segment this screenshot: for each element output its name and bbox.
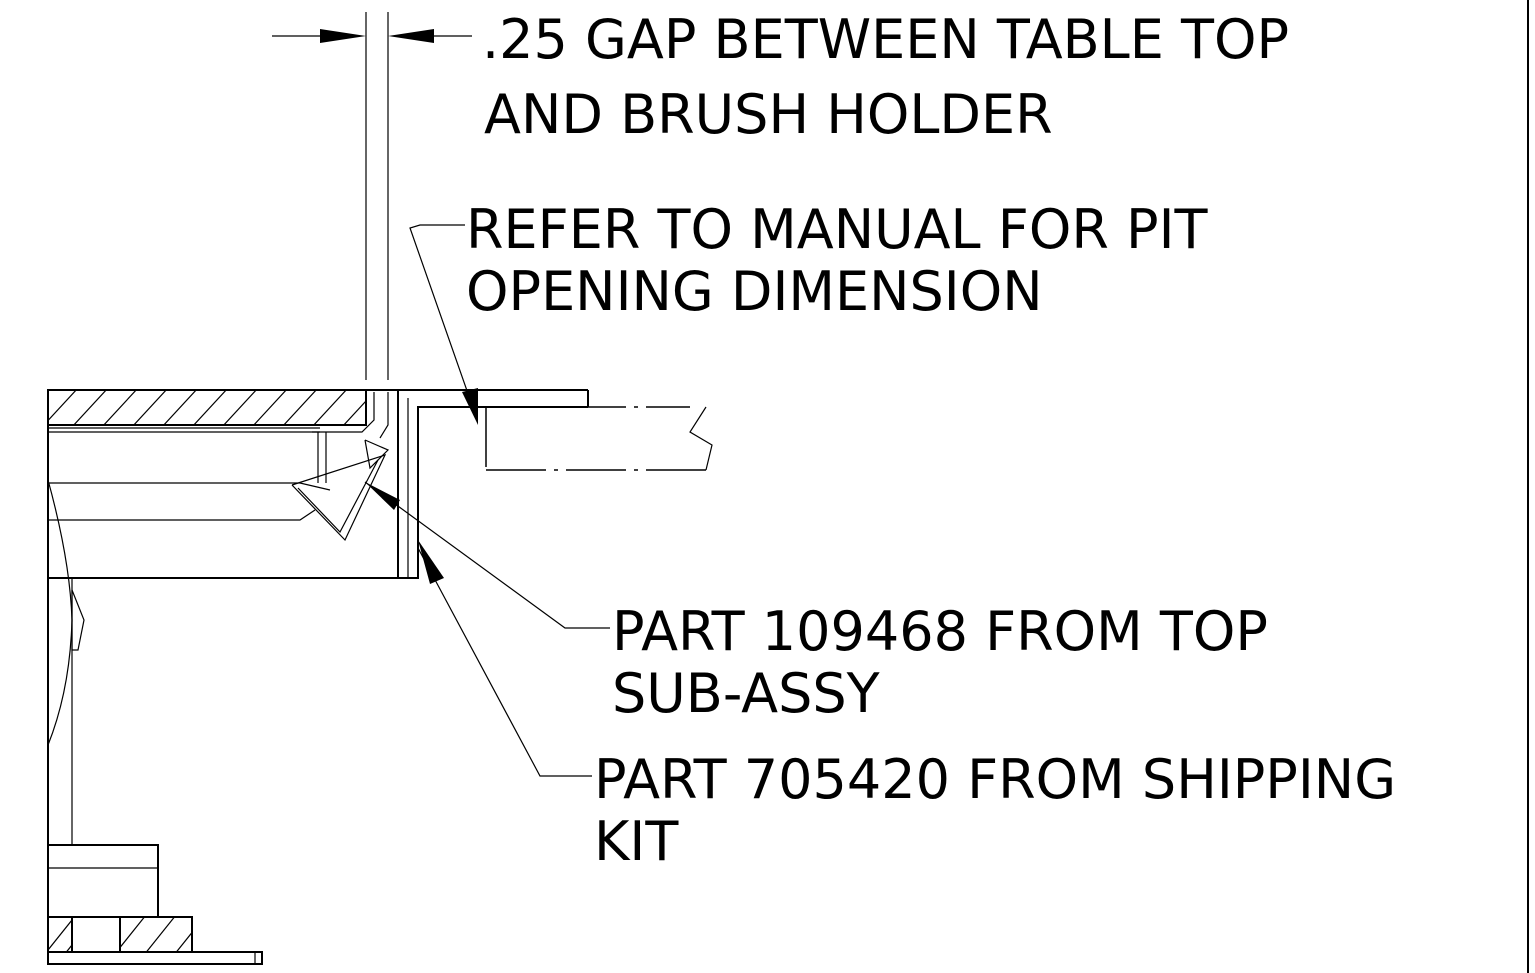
part-109468-leader	[364, 481, 610, 629]
brush-assembly	[48, 432, 390, 542]
part-109468-note-line1: PART 109468 FROM TOP	[612, 600, 1268, 663]
gap-note-line1: .25 GAP BETWEEN TABLE TOP	[482, 8, 1289, 71]
base-foot	[47, 844, 263, 965]
brush-holder-angle	[48, 389, 589, 579]
part-109468-note-line2: SUB-ASSY	[612, 662, 881, 725]
left-upright	[47, 390, 85, 965]
gap-dimension	[272, 12, 472, 380]
pit-note-line2: OPENING DIMENSION	[466, 260, 1043, 323]
table-top-section	[47, 389, 367, 433]
gap-note-line2: AND BRUSH HOLDER	[484, 83, 1053, 146]
pit-edge-phantom	[485, 406, 713, 471]
part-705420-note-line2: KIT	[594, 810, 679, 873]
pit-note-line1: REFER TO MANUAL FOR PIT	[466, 198, 1209, 261]
part-705420-note-line1: PART 705420 FROM SHIPPING	[594, 748, 1396, 811]
part-705420-leader	[417, 540, 592, 777]
pit-opening-leader	[409, 224, 478, 425]
